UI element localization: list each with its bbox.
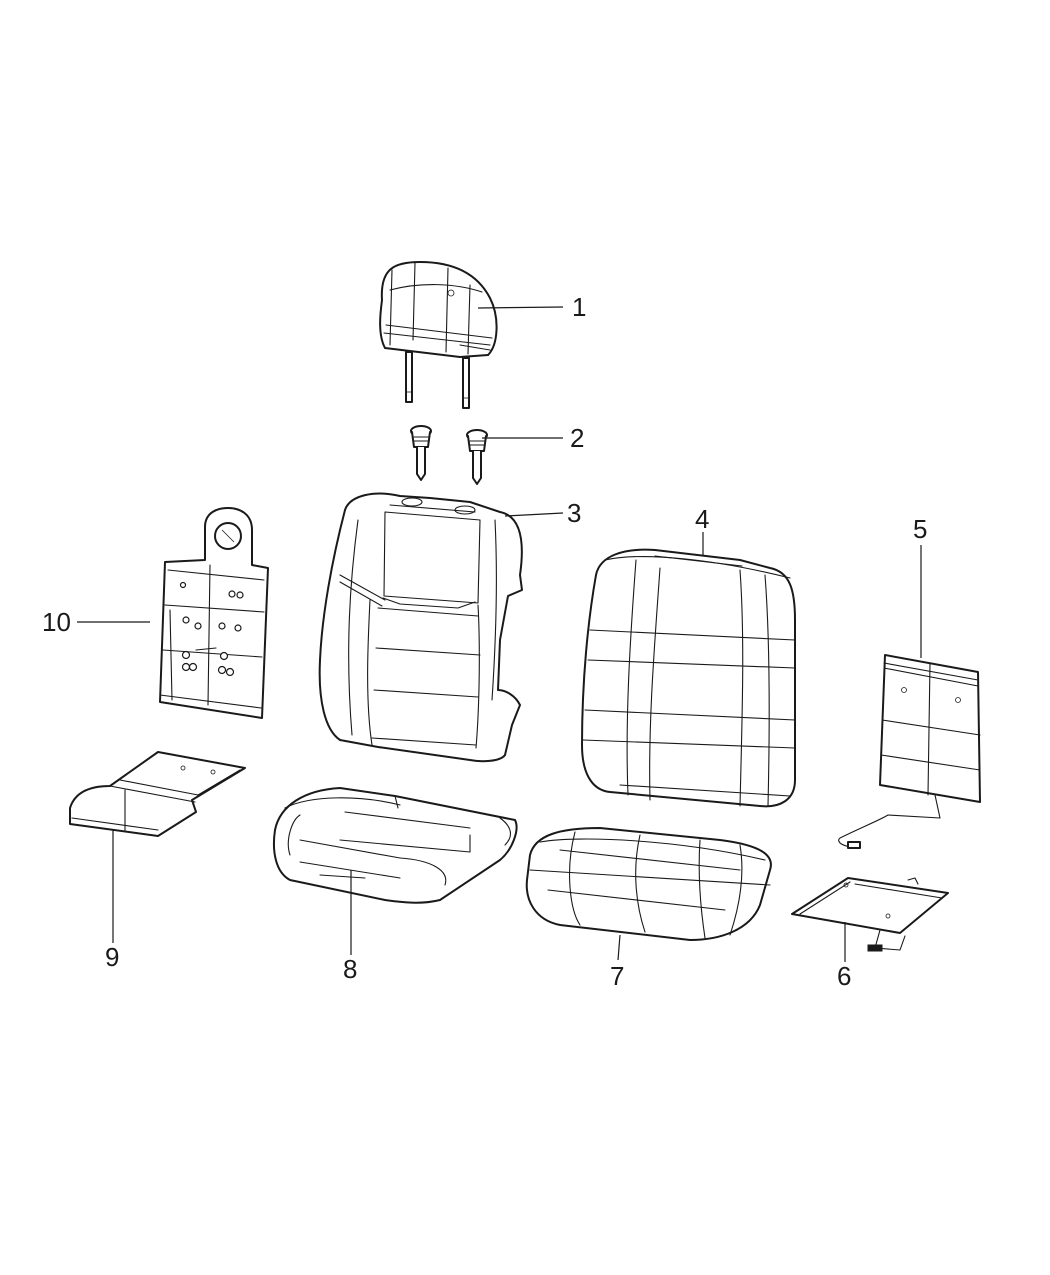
callout-1: 1 [572, 292, 586, 322]
callout-3: 3 [567, 498, 581, 528]
callout-7: 7 [610, 961, 624, 991]
part-6-cushion-heater[interactable] [791, 877, 949, 952]
part-10-seat-back-panel[interactable] [159, 507, 269, 719]
part-7-seat-cushion-cover[interactable] [525, 827, 772, 941]
callout-labels: 1 2 3 4 5 6 7 8 9 10 [42, 292, 927, 991]
guide-left [410, 425, 432, 481]
callout-10: 10 [42, 607, 71, 637]
callout-9: 9 [105, 942, 119, 972]
guide-right [466, 429, 488, 485]
leader-7 [617, 934, 621, 961]
part-4-seat-back-cover[interactable] [581, 548, 796, 808]
part-2-headrest-guides[interactable] [410, 425, 488, 485]
leader-1 [477, 306, 564, 309]
part-8-seat-cushion-frame[interactable] [272, 787, 518, 904]
callout-6: 6 [837, 961, 851, 991]
callout-4: 4 [695, 504, 709, 534]
callout-8: 8 [343, 954, 357, 984]
leader-3 [504, 512, 564, 517]
callout-2: 2 [570, 423, 584, 453]
part-9-cushion-pan[interactable] [69, 751, 246, 837]
callout-5: 5 [913, 514, 927, 544]
part-1-headrest[interactable] [379, 261, 498, 409]
leader-lines [77, 306, 922, 962]
part-3-seat-back-frame[interactable] [318, 492, 523, 763]
part-5-seat-back-heater[interactable] [838, 654, 981, 849]
